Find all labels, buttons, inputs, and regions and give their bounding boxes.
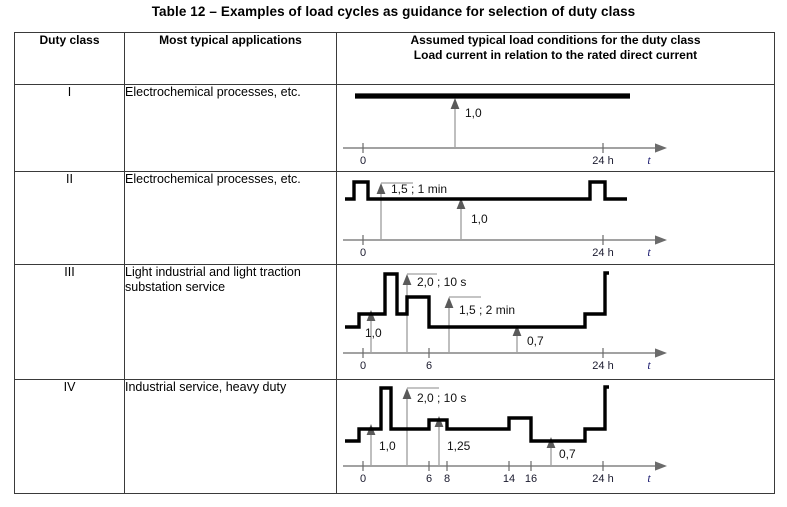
leader-arrow-2-0-icon — [402, 274, 412, 285]
axis-name-t: t — [647, 358, 651, 372]
annotation-1-0: 1,0 — [365, 326, 382, 340]
applications-value: Light industrial and light traction subs… — [124, 264, 337, 380]
axis-arrow-icon — [655, 348, 667, 358]
annotation-1-0: 1,0 — [471, 212, 488, 226]
axis-name-t: t — [647, 153, 651, 167]
table-row: II Electrochemical processes, etc. 0 24 … — [14, 171, 775, 265]
tick-label-0: 0 — [360, 360, 366, 372]
tick-label-6: 6 — [426, 360, 432, 372]
annotation-1-25: 1,25 — [447, 439, 471, 453]
chart-svg-class-iii: 0 6 24 h t 1,0 2,0 ; 10 s — [343, 271, 667, 372]
header-load-conditions: Assumed typical load conditions for the … — [336, 32, 775, 85]
header-load-conditions-line1: Assumed typical load conditions for the … — [410, 33, 701, 47]
leader-arrow-1-0-icon — [456, 198, 466, 209]
load-cycle-chart-class-i: 0 24 h t 1,0 — [336, 84, 775, 172]
table-row: IV Industrial service, heavy duty 0 6 — [14, 379, 775, 494]
tick-label-0: 0 — [360, 247, 366, 259]
tick-label-0: 0 — [360, 155, 366, 167]
tick-label-24h: 24 h — [592, 473, 613, 485]
load-waveform — [345, 385, 609, 443]
tick-label-14: 14 — [503, 473, 515, 485]
annotation-0-7: 0,7 — [527, 334, 544, 348]
tick-label-16: 16 — [525, 473, 537, 485]
duty-class-value: II — [14, 171, 125, 265]
annotation-1-5: 1,5 ; 2 min — [459, 303, 515, 317]
table-row: I Electrochemical processes, etc. 0 24 h… — [14, 84, 775, 172]
annotation-2-0: 2,0 ; 10 s — [417, 391, 466, 405]
load-waveform — [345, 271, 609, 329]
chart-svg-class-i: 0 24 h t 1,0 — [343, 93, 667, 167]
tick-label-6: 6 — [426, 473, 432, 485]
table-row: III Light industrial and light traction … — [14, 264, 775, 380]
tick-label-0: 0 — [360, 473, 366, 485]
applications-value: Electrochemical processes, etc. — [124, 84, 337, 172]
duty-class-value: I — [14, 84, 125, 172]
axis-arrow-icon — [655, 235, 667, 245]
header-duty-class: Duty class — [14, 32, 125, 85]
tick-label-24h: 24 h — [592, 360, 613, 372]
header-load-conditions-line2: Load current in relation to the rated di… — [413, 48, 698, 62]
load-waveform — [345, 180, 627, 201]
leader-arrow-1-0-icon — [450, 98, 460, 109]
axis-name-t: t — [647, 245, 651, 259]
axis-arrow-icon — [655, 461, 667, 471]
annotation-2-0: 2,0 ; 10 s — [417, 275, 466, 289]
load-cycle-chart-class-iv: 0 6 8 14 16 24 h t 1,0 — [336, 379, 775, 494]
applications-value: Electrochemical processes, etc. — [124, 171, 337, 265]
annotation-0-7: 0,7 — [559, 447, 576, 461]
load-cycle-chart-class-iii: 0 6 24 h t 1,0 2,0 ; 10 s — [336, 264, 775, 380]
leader-arrow-1-5-icon — [376, 183, 386, 194]
applications-value: Industrial service, heavy duty — [124, 379, 337, 494]
chart-svg-class-iv: 0 6 8 14 16 24 h t 1,0 — [343, 385, 667, 485]
leader-arrow-2-0-icon — [402, 388, 412, 399]
duty-class-value: IV — [14, 379, 125, 494]
annotation-1-5: 1,5 ; 1 min — [391, 182, 447, 196]
tick-label-8: 8 — [444, 473, 450, 485]
leader-arrow-0-7-icon — [512, 325, 522, 336]
annotation-1-0: 1,0 — [379, 439, 396, 453]
header-applications: Most typical applications — [124, 32, 337, 85]
table-header-row: Duty class Most typical applications Ass… — [14, 32, 775, 85]
axis-arrow-icon — [655, 143, 667, 153]
load-cycle-chart-class-ii: 0 24 h t 1,5 ; 1 min 1,0 — [336, 171, 775, 265]
leader-arrow-1-5-icon — [444, 297, 454, 308]
annotation-1-0: 1,0 — [465, 106, 482, 120]
duty-class-value: III — [14, 264, 125, 380]
axis-name-t: t — [647, 471, 651, 485]
duty-class-table: Duty class Most typical applications Ass… — [14, 32, 775, 494]
tick-label-24h: 24 h — [592, 155, 613, 167]
chart-svg-class-ii: 0 24 h t 1,5 ; 1 min 1,0 — [343, 180, 667, 259]
tick-label-24h: 24 h — [592, 247, 613, 259]
page-title: Table 12 – Examples of load cycles as gu… — [151, 4, 636, 19]
